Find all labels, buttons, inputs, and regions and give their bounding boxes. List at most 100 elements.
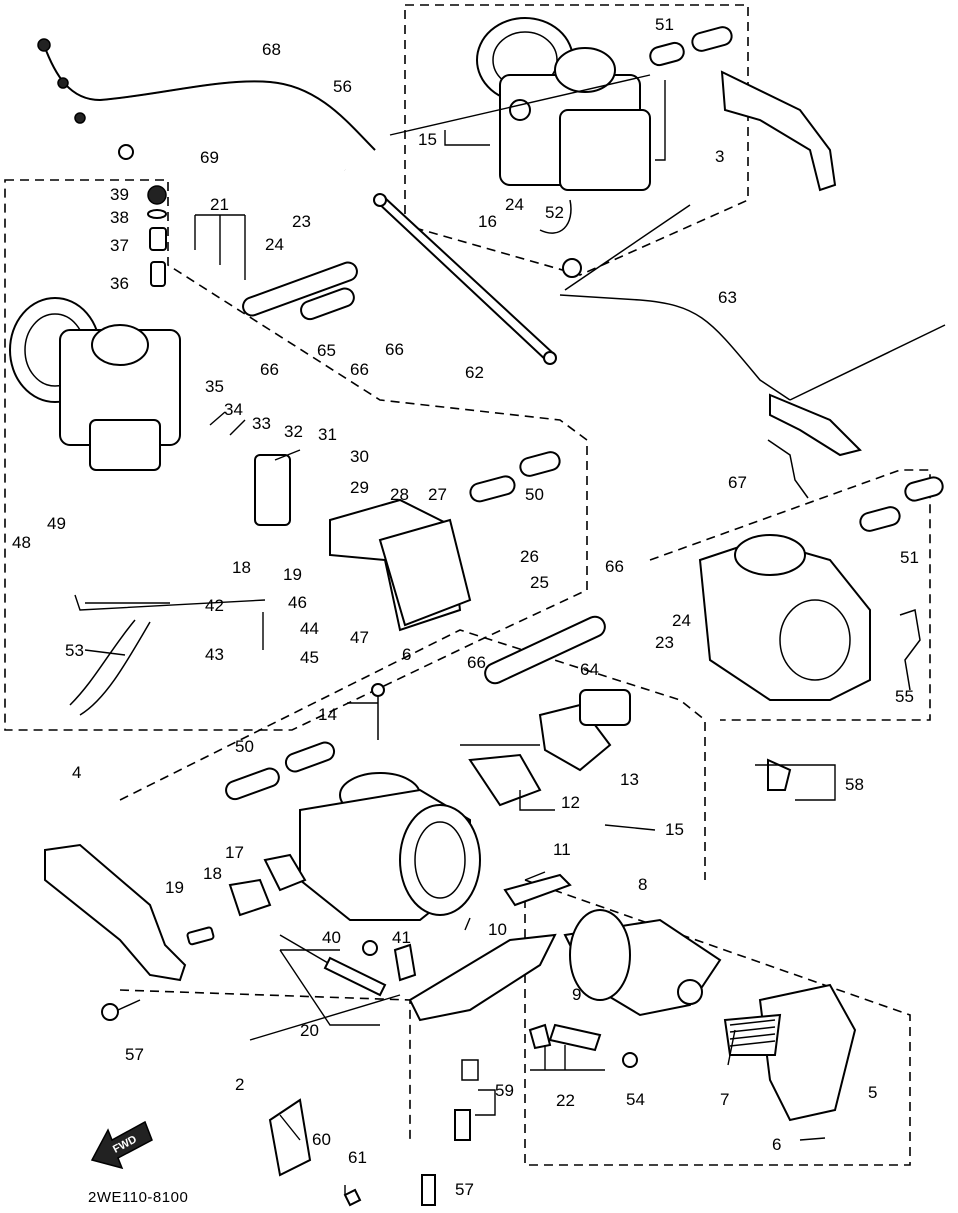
callout-69: 69 xyxy=(200,148,219,167)
callout-37: 37 xyxy=(110,236,129,255)
callout-23a: 23 xyxy=(292,212,311,231)
callout-42: 42 xyxy=(205,596,224,615)
callout-64: 64 xyxy=(580,660,599,679)
callout-60: 60 xyxy=(312,1130,331,1149)
callout-32: 32 xyxy=(284,422,303,441)
callout-50a: 50 xyxy=(525,485,544,504)
callout-24c: 24 xyxy=(672,611,691,630)
callout-6a: 6 xyxy=(402,645,411,664)
boundary-assembly-3 xyxy=(404,4,749,276)
forward-direction-arrow: FWD xyxy=(90,1120,153,1170)
callout-41: 41 xyxy=(392,928,411,947)
diaphragm-parts xyxy=(408,873,857,1122)
callout-labels: 2 3 4 5 6 6 7 8 9 10 11 12 13 14 15 15 1… xyxy=(12,15,919,1199)
callout-44: 44 xyxy=(300,619,319,638)
leader-lines xyxy=(74,74,836,1195)
callout-33: 33 xyxy=(252,414,271,433)
callout-10: 10 xyxy=(488,920,507,939)
callout-29: 29 xyxy=(350,478,369,497)
callout-63: 63 xyxy=(718,288,737,307)
callout-14: 14 xyxy=(318,705,337,724)
callout-49: 49 xyxy=(47,514,66,533)
callout-17: 17 xyxy=(225,843,244,862)
boundary-assembly-2 xyxy=(119,629,706,880)
callout-7: 7 xyxy=(720,1090,729,1109)
callout-51b: 51 xyxy=(900,548,919,567)
callout-58: 58 xyxy=(845,775,864,794)
callout-59: 59 xyxy=(495,1081,514,1100)
callout-6b: 6 xyxy=(772,1135,781,1154)
callout-62: 62 xyxy=(465,363,484,382)
callout-18a: 18 xyxy=(232,558,251,577)
callout-56: 56 xyxy=(333,77,352,96)
diagram-code: 2WE110-8100 xyxy=(88,1189,188,1206)
callout-46: 46 xyxy=(288,593,307,612)
callout-24b: 24 xyxy=(505,195,524,214)
fuel-hose-68-69 xyxy=(37,38,376,172)
callout-23b: 23 xyxy=(655,633,674,652)
carburetor-main xyxy=(299,683,631,921)
callout-26: 26 xyxy=(520,547,539,566)
carburetor-assembly-4 xyxy=(9,185,472,716)
callout-15b: 15 xyxy=(665,820,684,839)
callout-40: 40 xyxy=(322,928,341,947)
callout-25: 25 xyxy=(530,573,549,592)
boundary-assembly-8 xyxy=(524,878,911,1166)
boundary-assembly-right xyxy=(649,469,931,721)
callout-57b: 57 xyxy=(455,1180,474,1199)
callout-5: 5 xyxy=(868,1083,877,1102)
callout-43: 43 xyxy=(205,645,224,664)
callout-12: 12 xyxy=(561,793,580,812)
callout-19a: 19 xyxy=(283,565,302,584)
callout-38: 38 xyxy=(110,208,129,227)
callout-2: 2 xyxy=(235,1075,244,1094)
callout-55: 55 xyxy=(895,687,914,706)
callout-8: 8 xyxy=(638,875,647,894)
callout-4: 4 xyxy=(72,763,81,782)
callout-28: 28 xyxy=(390,485,409,504)
bracket-and-small-parts xyxy=(44,843,638,1207)
callout-54: 54 xyxy=(626,1090,645,1109)
callout-13: 13 xyxy=(620,770,639,789)
callout-22: 22 xyxy=(556,1091,575,1110)
callout-61: 61 xyxy=(348,1148,367,1167)
callout-50b: 50 xyxy=(235,737,254,756)
callout-48: 48 xyxy=(12,533,31,552)
callout-51a: 51 xyxy=(655,15,674,34)
callout-66b: 66 xyxy=(260,360,279,379)
callout-3: 3 xyxy=(715,147,724,166)
callout-18b: 18 xyxy=(203,864,222,883)
callout-52: 52 xyxy=(545,203,564,222)
callout-67: 67 xyxy=(728,473,747,492)
callout-19b: 19 xyxy=(165,878,184,897)
callout-66c: 66 xyxy=(350,360,369,379)
callout-35: 35 xyxy=(205,377,224,396)
callout-24a: 24 xyxy=(265,235,284,254)
callout-30: 30 xyxy=(350,447,369,466)
callout-21: 21 xyxy=(210,195,229,214)
callout-11: 11 xyxy=(553,840,571,859)
callout-47: 47 xyxy=(350,628,369,647)
callout-34: 34 xyxy=(224,400,243,419)
boundary-assembly-lower xyxy=(119,989,411,1140)
callout-16: 16 xyxy=(478,212,497,231)
callout-68: 68 xyxy=(262,40,281,59)
callout-15a: 15 xyxy=(418,130,437,149)
callout-27: 27 xyxy=(428,485,447,504)
callout-45: 45 xyxy=(300,648,319,667)
callout-31: 31 xyxy=(318,425,337,444)
callout-66a: 66 xyxy=(385,340,404,359)
callout-66d: 66 xyxy=(605,557,624,576)
carburetor-assembly-3 xyxy=(476,17,837,234)
callout-20: 20 xyxy=(300,1021,319,1040)
carburetor-right xyxy=(698,534,921,791)
callout-53: 53 xyxy=(65,641,84,660)
callout-36: 36 xyxy=(110,274,129,293)
callout-65: 65 xyxy=(317,341,336,360)
linkage-and-pipes xyxy=(225,193,946,801)
callout-9: 9 xyxy=(572,985,581,1004)
callout-57a: 57 xyxy=(125,1045,144,1064)
callout-66e: 66 xyxy=(467,653,486,672)
callout-39: 39 xyxy=(110,185,129,204)
